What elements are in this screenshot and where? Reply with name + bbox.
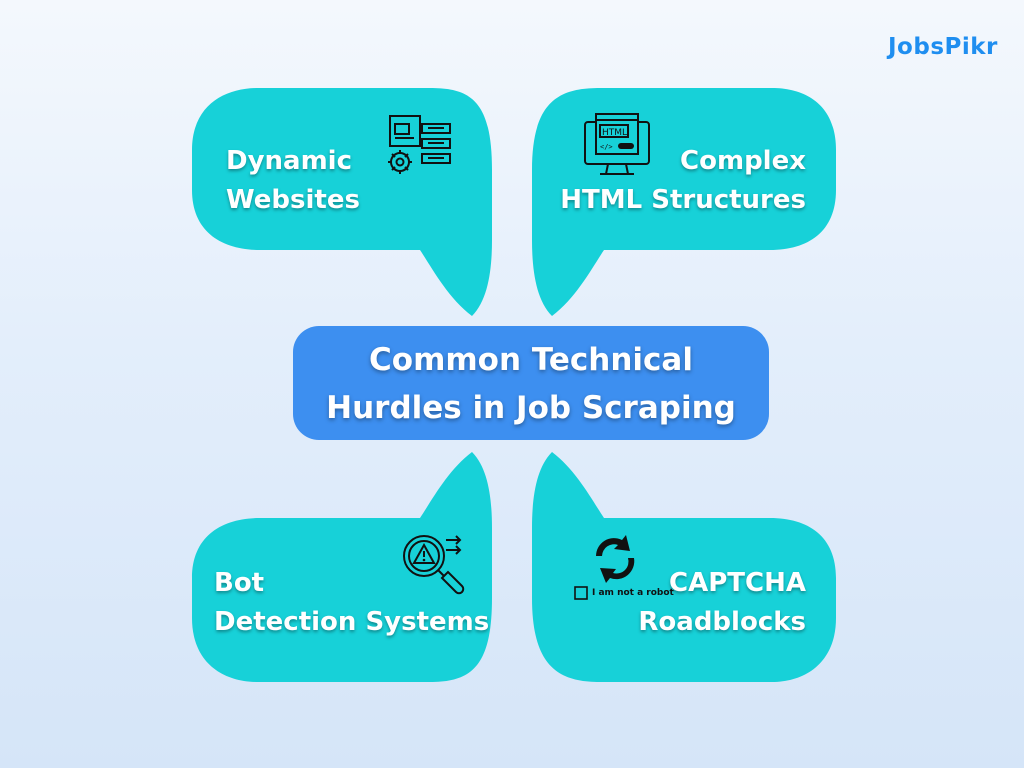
captcha-line-1: CAPTCHA — [669, 568, 806, 598]
html-structures-label: Complex HTML Structures — [560, 142, 806, 220]
bot-detection-line-2: Detection Systems — [214, 607, 490, 637]
bubble-captcha — [532, 452, 836, 682]
center-title-line-1: Common Technical — [369, 342, 693, 378]
website-layout-gear-icon — [388, 115, 451, 174]
bubble-bot-detection — [192, 452, 492, 682]
dynamic-websites-line-1: Dynamic — [226, 146, 353, 176]
html-monitor-icon: HTML </> — [584, 113, 650, 175]
recaptcha-arrows-icon — [596, 535, 635, 583]
html-structures-line-1: Complex — [680, 146, 806, 176]
bot-detection-label: Bot Detection Systems — [214, 564, 489, 642]
bot-detection-line-1: Bot — [214, 568, 265, 598]
svg-text:</>: </> — [600, 143, 613, 151]
center-title-line-2: Hurdles in Job Scraping — [326, 390, 736, 426]
captcha-checkbox-label: I am not a robot — [592, 588, 674, 598]
warning-magnifier-icon — [403, 535, 465, 595]
dynamic-websites-label: Dynamic Websites — [226, 142, 360, 220]
captcha-checkbox[interactable] — [574, 586, 588, 600]
captcha-line-2: Roadblocks — [638, 607, 806, 637]
center-topic-box — [293, 326, 769, 440]
jobspikr-logo: JobsPikr — [888, 34, 998, 60]
svg-text:HTML: HTML — [602, 128, 627, 138]
dynamic-websites-line-2: Websites — [226, 185, 360, 215]
center-topic-title: Common Technical Hurdles in Job Scraping — [293, 336, 769, 432]
captcha-label: CAPTCHA Roadblocks — [600, 564, 806, 642]
html-structures-line-2: HTML Structures — [560, 185, 806, 215]
